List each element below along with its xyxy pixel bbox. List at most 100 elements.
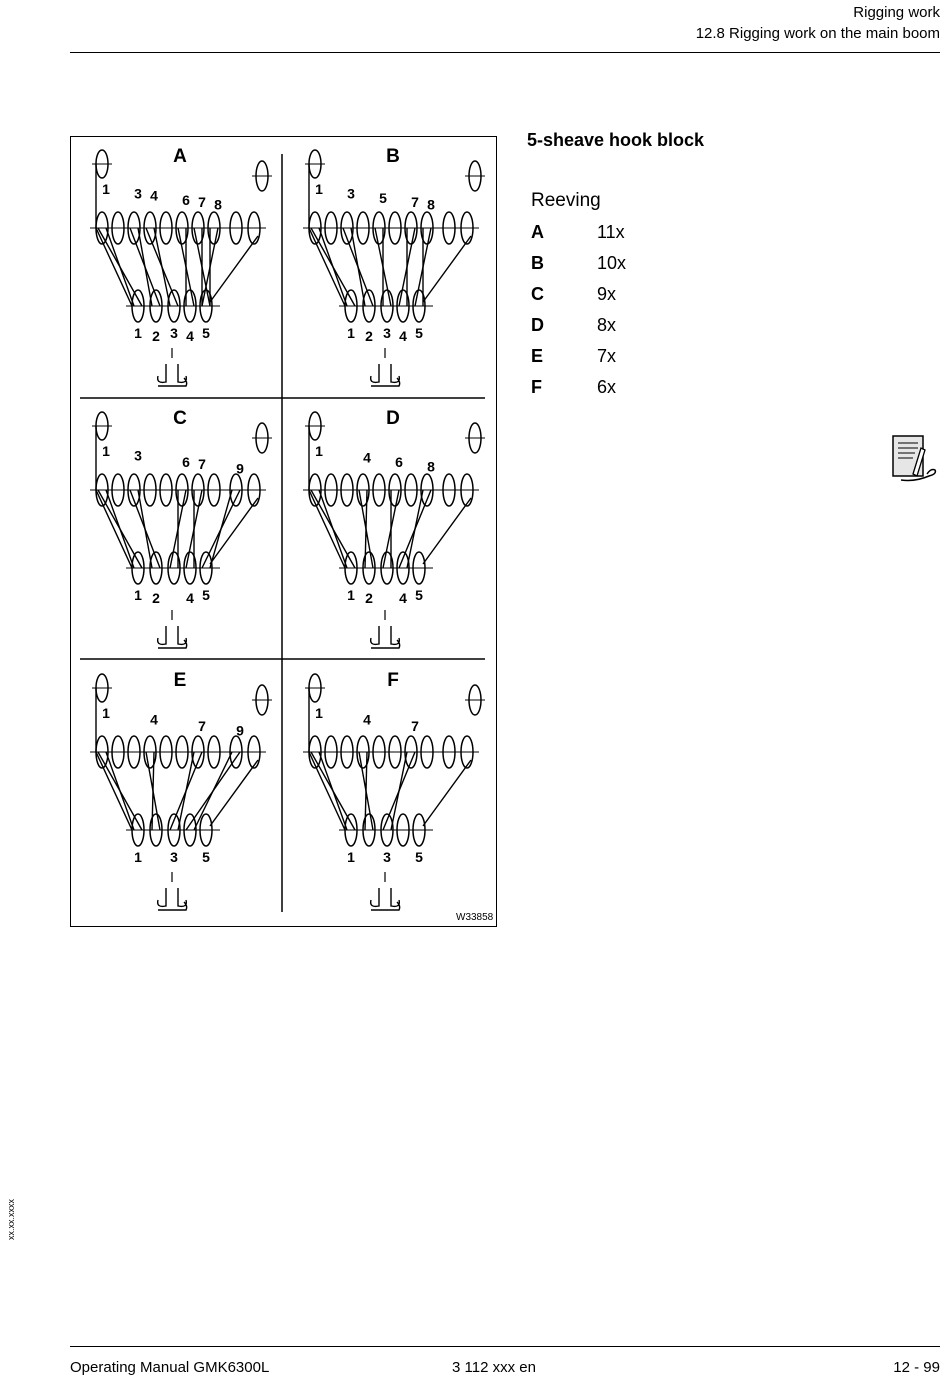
boom-sheave-number: 7 [411,194,419,210]
hook-sheave-number: 3 [170,325,178,341]
panel-label: C [173,408,187,429]
boom-sheave-number: 7 [198,718,206,734]
boom-sheave-number: 7 [411,718,419,734]
reeving-key: B [531,253,544,273]
hook-sheave-number: 5 [202,849,210,865]
hook-sheave-number: 1 [134,849,142,865]
reeving-panel-f: F 1 4 7 1 3 5 [303,670,485,911]
panel-label: D [386,408,400,429]
hook-icon [156,364,188,387]
hook-sheave-number: 2 [365,328,373,344]
hook-sheave-number: 4 [186,590,194,606]
hook-sheave-number: 5 [202,325,210,341]
boom-sheave-number: 7 [198,194,206,210]
hook-sheave-number: 5 [415,587,423,603]
hook-sheave-number: 1 [134,587,142,603]
boom-sheave-number: 1 [315,443,323,459]
side-code: xx.xx.xxxx [6,1198,16,1240]
reeving-row: D 8x [531,314,626,345]
reeving-key: D [531,315,544,335]
boom-sheave-number: 3 [134,447,142,463]
chapter-title: Rigging work [853,4,940,21]
boom-sheave-number: 1 [102,181,110,197]
hook-icon [369,364,401,387]
hook-icon [369,626,401,649]
reeving-value: 11x [597,222,625,242]
boom-sheave-number: 4 [363,450,371,466]
footer-rule [70,1346,940,1347]
hook-sheave-number: 2 [152,328,160,344]
boom-sheave-number: 7 [198,456,206,472]
reeving-row: A 11x [531,221,626,252]
boom-sheave-number: 4 [150,188,158,204]
hook-sheave-number: 1 [347,325,355,341]
hook-icon [156,888,188,911]
hook-icon [369,888,401,911]
boom-sheave-number: 4 [363,712,371,728]
hook-icon [156,626,188,649]
boom-sheave-number: 1 [102,705,110,721]
hook-sheave-number: 5 [415,849,423,865]
boom-sheave-number: 4 [150,712,158,728]
hook-sheave-number: 2 [365,590,373,606]
header-rule [70,52,940,53]
boom-sheave-number: 6 [182,192,190,208]
boom-sheave-number: 1 [315,705,323,721]
footer-page-number: 12 - 99 [893,1359,940,1376]
hook-sheave-number: 3 [383,325,391,341]
boom-sheave-number: 6 [395,454,403,470]
figure-frame [70,136,497,927]
reeving-row: C 9x [531,283,626,314]
footer-doc-number: 3 112 xxx en [452,1359,536,1376]
reeving-panel-e: E 1 4 7 9 1 3 5 [90,670,272,911]
reeving-label: Reeving [531,190,601,211]
boom-sheave-number: 5 [379,190,387,206]
reeving-value: 10x [597,253,627,273]
reeving-value: 8x [597,315,617,335]
reeving-value: 9x [597,284,617,304]
reeving-row: B 10x [531,252,626,283]
reeving-value: 7x [597,346,617,366]
section-title: 12.8 Rigging work on the main boom [695,25,940,42]
panel-label: E [174,670,187,691]
note-book-icon [891,434,939,484]
panel-label: F [387,670,399,691]
reeving-key: C [531,284,544,304]
section-heading: 5-sheave hook block [527,130,705,150]
hook-sheave-number: 4 [186,328,194,344]
footer-manual: Operating Manual GMK6300L [70,1359,270,1376]
boom-sheave-number: 9 [236,461,244,477]
hook-sheave-number: 1 [347,849,355,865]
hook-sheave-number: 5 [202,587,210,603]
boom-sheave-number: 8 [427,196,435,212]
reeving-key: A [531,222,544,242]
boom-sheave-number: 1 [102,443,110,459]
hook-sheave-number: 1 [347,587,355,603]
hook-sheave-number: 3 [383,849,391,865]
hook-sheave-number: 4 [399,328,407,344]
reeving-key: F [531,377,542,397]
boom-sheave-number: 3 [134,185,142,201]
boom-sheave-number: 3 [347,185,355,201]
panel-label: B [386,146,400,167]
boom-sheave-number: 9 [236,723,244,739]
hook-sheave-number: 4 [399,590,407,606]
hook-sheave-number: 3 [170,849,178,865]
boom-sheave-number: 1 [315,181,323,197]
boom-sheave-number: 6 [182,454,190,470]
reeving-key: E [531,346,544,366]
boom-sheave-number: 8 [427,458,435,474]
reeving-row: E 7x [531,345,626,376]
panel-label: A [173,146,187,167]
hook-sheave-number: 2 [152,590,160,606]
hook-sheave-number: 5 [415,325,423,341]
figure-id: W33858 [456,912,494,923]
boom-sheave-number: 8 [214,196,222,212]
